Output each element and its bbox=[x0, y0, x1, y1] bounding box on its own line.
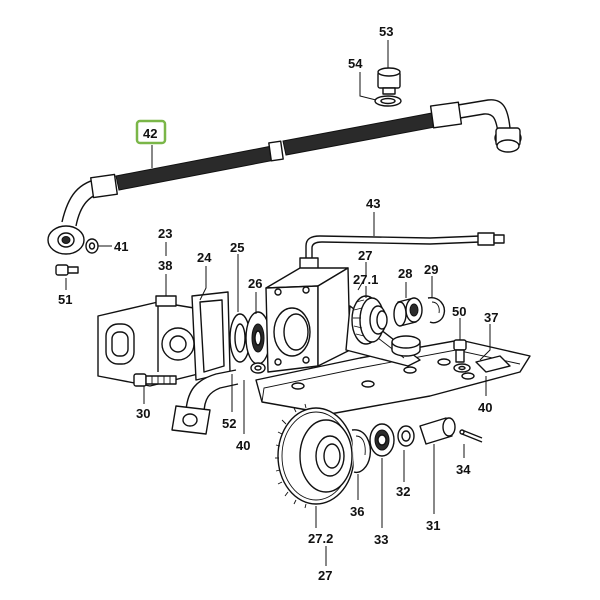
gear-teeth bbox=[275, 403, 307, 509]
label-26[interactable]: 26 bbox=[248, 276, 262, 291]
bolt-51[interactable] bbox=[55, 264, 79, 276]
shaft-31[interactable] bbox=[419, 417, 456, 445]
flange-plate-24[interactable] bbox=[191, 291, 231, 381]
leader-lines bbox=[65, 40, 491, 566]
label-29[interactable]: 29 bbox=[424, 262, 438, 277]
hydraulic-pump[interactable] bbox=[97, 295, 207, 387]
label-36[interactable]: 36 bbox=[350, 504, 364, 519]
label-32[interactable]: 32 bbox=[396, 484, 410, 499]
label-51[interactable]: 51 bbox=[58, 292, 72, 307]
right-union-nut bbox=[494, 127, 522, 153]
hydraulic-pipe[interactable] bbox=[47, 99, 522, 255]
large-gear-27-2[interactable] bbox=[275, 403, 355, 509]
washer-41[interactable] bbox=[85, 238, 99, 254]
bearing-33[interactable] bbox=[369, 423, 395, 457]
label-33[interactable]: 33 bbox=[374, 532, 388, 547]
label-34[interactable]: 34 bbox=[456, 462, 471, 477]
label-27-2[interactable]: 27.2 bbox=[308, 531, 333, 546]
main-housing[interactable] bbox=[255, 267, 531, 415]
label-40-right[interactable]: 40 bbox=[478, 400, 492, 415]
washer-54[interactable] bbox=[374, 95, 402, 107]
circlip-29[interactable] bbox=[427, 297, 446, 324]
plug-53[interactable] bbox=[377, 67, 401, 95]
label-50[interactable]: 50 bbox=[452, 304, 466, 319]
bolt-50[interactable] bbox=[453, 339, 467, 363]
callout-labels: 53 54 42 41 51 43 23 38 24 25 27 27.1 28… bbox=[58, 24, 498, 583]
elbow-pipe-52[interactable] bbox=[171, 369, 239, 435]
label-42[interactable]: 42 bbox=[143, 126, 157, 141]
washer-40-left[interactable] bbox=[250, 362, 266, 374]
bushing-28[interactable] bbox=[393, 297, 423, 327]
label-27-top[interactable]: 27 bbox=[358, 248, 372, 263]
ring-32[interactable] bbox=[397, 425, 415, 447]
bolt-30[interactable] bbox=[133, 373, 177, 387]
label-52[interactable]: 52 bbox=[222, 416, 236, 431]
pin-34[interactable] bbox=[459, 429, 483, 443]
circlip-36[interactable] bbox=[351, 429, 372, 474]
label-24[interactable]: 24 bbox=[197, 250, 212, 265]
label-37[interactable]: 37 bbox=[484, 310, 498, 325]
label-23[interactable]: 23 bbox=[158, 226, 172, 241]
label-54[interactable]: 54 bbox=[348, 56, 363, 71]
label-31[interactable]: 31 bbox=[426, 518, 440, 533]
label-28[interactable]: 28 bbox=[398, 266, 412, 281]
label-41[interactable]: 41 bbox=[114, 239, 128, 254]
label-38[interactable]: 38 bbox=[158, 258, 172, 273]
label-27-1[interactable]: 27.1 bbox=[353, 272, 378, 287]
label-43[interactable]: 43 bbox=[366, 196, 380, 211]
highlight-box-42 bbox=[135, 119, 167, 145]
label-30[interactable]: 30 bbox=[136, 406, 150, 421]
washer-40-right[interactable] bbox=[453, 363, 471, 373]
small-pipe-43[interactable] bbox=[299, 232, 505, 271]
label-25[interactable]: 25 bbox=[230, 240, 244, 255]
left-banjo-fitting bbox=[47, 225, 85, 255]
label-27-bottom[interactable]: 27 bbox=[318, 568, 332, 583]
label-40-left[interactable]: 40 bbox=[236, 438, 250, 453]
label-53[interactable]: 53 bbox=[379, 24, 393, 39]
